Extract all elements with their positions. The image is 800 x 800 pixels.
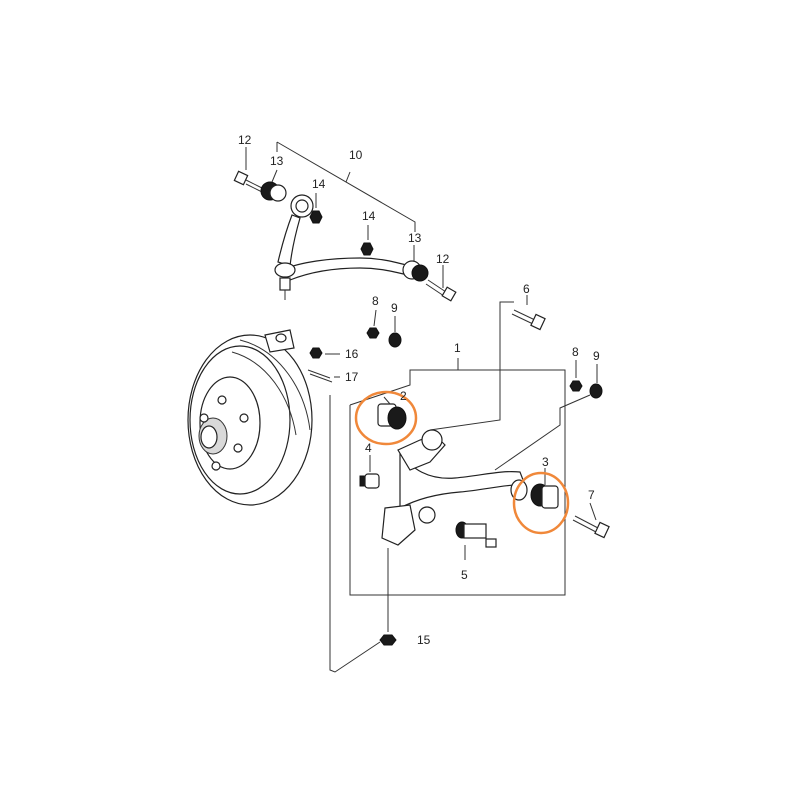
callout-14-right: 14	[362, 209, 376, 223]
callout-13-right: 13	[408, 231, 422, 245]
bushing-2	[377, 403, 407, 430]
callout-14-left: 14	[312, 177, 326, 191]
ball-joint-5	[455, 521, 497, 548]
callout-9-left: 9	[391, 301, 398, 315]
nut-15	[379, 548, 397, 646]
nut-14-upper-left	[309, 210, 323, 224]
callout-labels: 10 12 13 14 14 13 12 8 9 6 1 8 9 16 17 2…	[238, 133, 600, 647]
callout-16: 16	[345, 347, 359, 361]
callout-5: 5	[461, 568, 468, 582]
nut-16	[309, 347, 323, 359]
bump-stop-4	[359, 473, 380, 489]
assembly-bracket-1	[349, 301, 591, 596]
callout-leaders	[245, 147, 598, 560]
highlight-bushing-3	[512, 471, 570, 535]
callout-7: 7	[588, 488, 595, 502]
brake-disc-hub	[187, 334, 313, 506]
callout-10: 10	[349, 148, 363, 162]
bolt-7	[572, 515, 610, 539]
nut-8-left	[366, 327, 380, 339]
pin-17	[307, 369, 333, 383]
callout-2: 2	[400, 389, 407, 403]
callout-9-right: 9	[593, 349, 600, 363]
bolt-12-upper-right	[425, 279, 457, 302]
highlight-bushing-2	[354, 390, 418, 446]
bolt-12-upper-left	[233, 170, 263, 193]
washer-9-right	[589, 383, 603, 399]
knuckle-bracket	[264, 329, 295, 353]
callout-15: 15	[417, 633, 431, 647]
hub-knuckle-leader	[329, 395, 381, 673]
callout-12-left: 12	[238, 133, 252, 147]
washer-9-left	[388, 332, 402, 348]
callout-8-left: 8	[372, 294, 379, 308]
highlight-markers	[354, 390, 570, 535]
callout-3: 3	[542, 455, 549, 469]
callout-8-right: 8	[572, 345, 579, 359]
nut-8-right	[569, 380, 583, 392]
bushing-3	[530, 483, 559, 509]
bolt-6	[511, 309, 546, 331]
bushing-13-upper-right	[402, 260, 429, 282]
callout-1: 1	[454, 341, 461, 355]
callout-12-right: 12	[436, 252, 450, 266]
upper-control-arm	[274, 194, 413, 300]
assembly-bracket-10	[276, 141, 416, 232]
callout-6: 6	[523, 282, 530, 296]
nut-14-upper-right	[360, 242, 374, 256]
callout-13-left: 13	[270, 154, 284, 168]
callout-4: 4	[365, 441, 372, 455]
bushing-13-upper-left	[260, 181, 287, 202]
callout-17: 17	[345, 370, 359, 384]
lower-control-arm	[381, 429, 528, 546]
